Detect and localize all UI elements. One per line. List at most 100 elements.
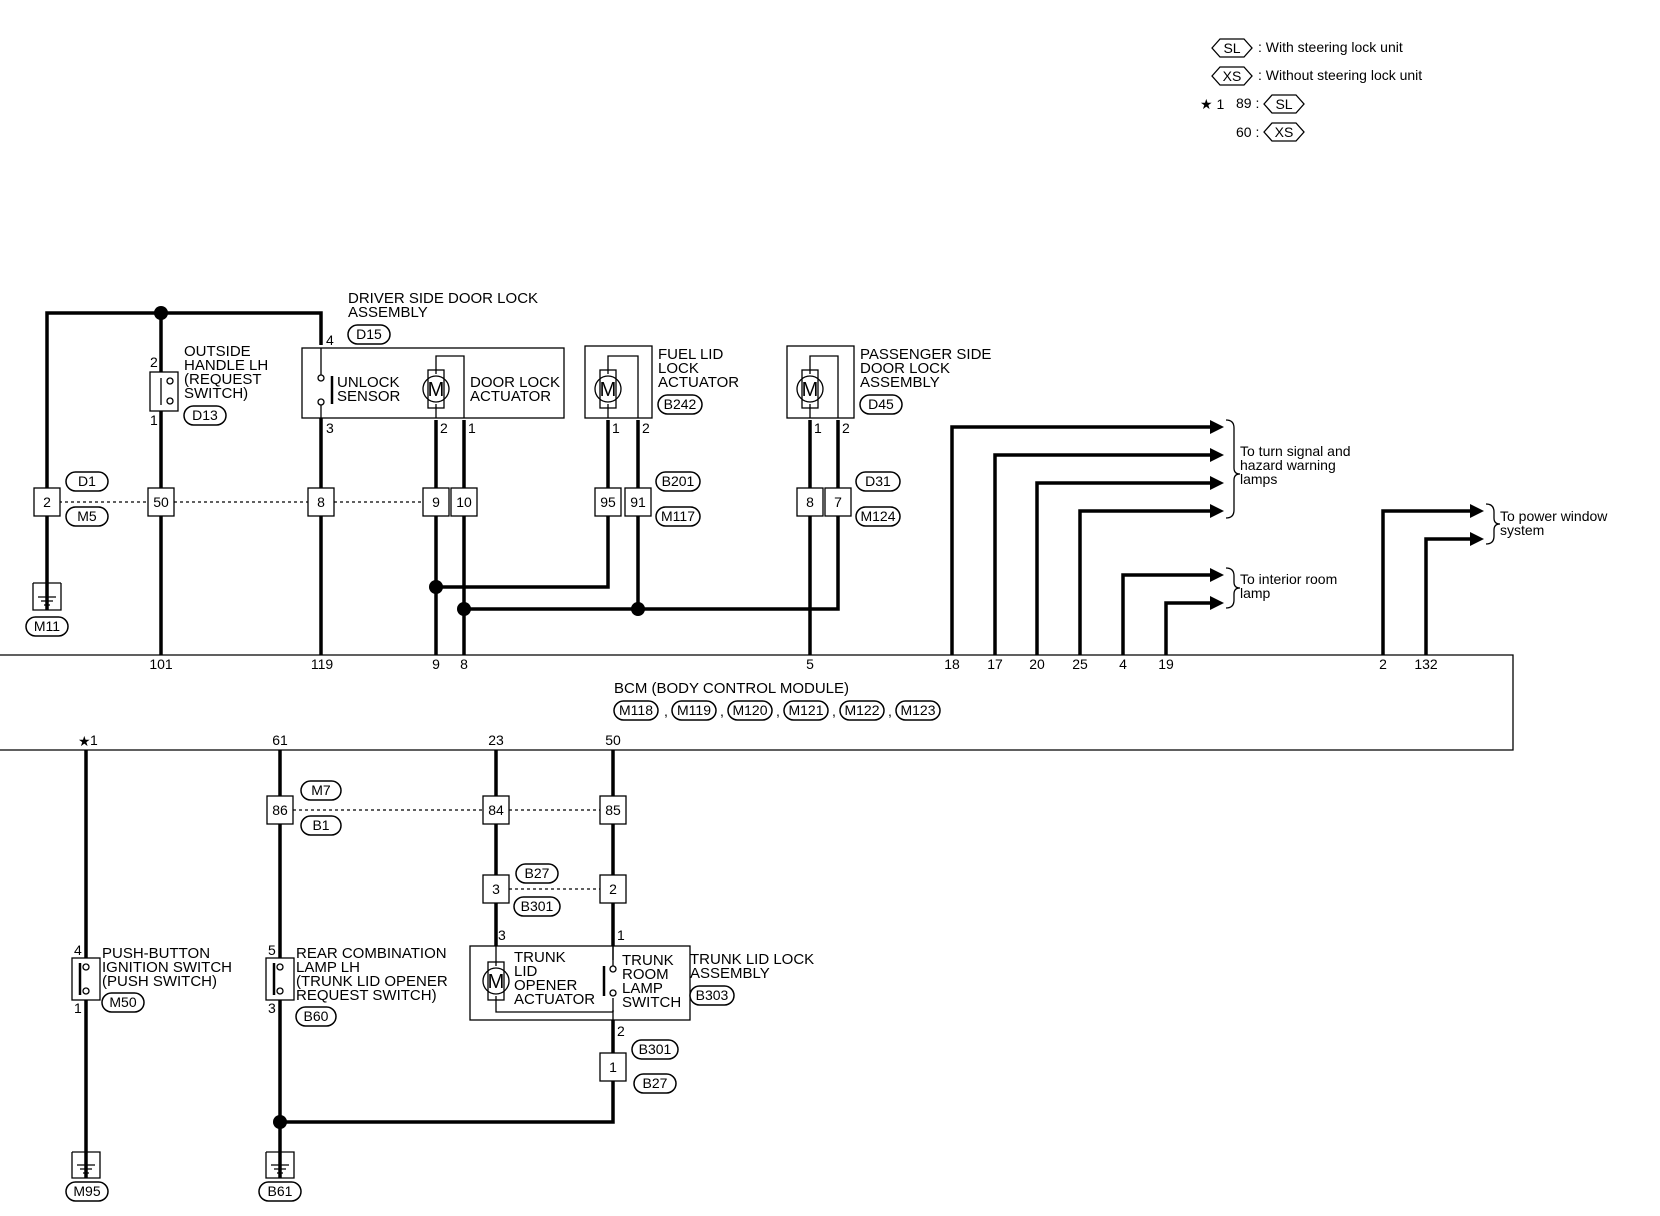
bcm-connectors: M118 , M119 , M120 , M121 , M122 , M123 — [613, 700, 941, 721]
bcm-conn-m122: M122 — [844, 702, 879, 718]
dest-turn-signal-2: hazard warning — [1240, 457, 1336, 473]
bcm-pin-18: 18 — [944, 656, 960, 672]
push-button-label-2: IGNITION SWITCH — [102, 959, 232, 976]
rear-combo-label-4: REQUEST SWITCH) — [296, 987, 437, 1004]
pin-8: 8 — [317, 494, 325, 510]
fuel-lid-label-3: ACTUATOR — [658, 374, 739, 391]
switch-contact-icon — [609, 965, 617, 973]
arrow-right-icon — [1210, 596, 1224, 610]
motor-m-glyph: M — [488, 971, 505, 993]
switch-contact-icon — [276, 963, 284, 971]
conn-b27-2: B27 — [643, 1075, 668, 1091]
trunk-room-label-1: TRUNK — [622, 952, 674, 969]
outside-handle-label-3: (REQUEST — [184, 371, 262, 388]
dest-turn-signal-1: To turn signal and — [1240, 443, 1351, 459]
splice-dot — [273, 1115, 287, 1129]
bcm-label: BCM (BODY CONTROL MODULE) — [614, 680, 849, 697]
pin-10: 10 — [456, 494, 472, 510]
splice-dot — [429, 580, 443, 594]
xs-hex-icon-2 — [1263, 122, 1305, 142]
motor-icon — [422, 375, 450, 403]
pin-7: 7 — [834, 494, 842, 510]
driver-door-lock-label-2: ASSEMBLY — [348, 304, 428, 321]
conn-m124: M124 — [860, 508, 895, 524]
pin-dl-2: 2 — [440, 420, 448, 436]
pin-86: 86 — [272, 802, 288, 818]
conn-b61: B61 — [268, 1183, 293, 1199]
dest-power-window-2: system — [1500, 522, 1544, 538]
dest-interior-1: To interior room — [1240, 571, 1337, 587]
ground-icon — [71, 1151, 101, 1179]
passenger-lock-label-3: ASSEMBLY — [860, 374, 940, 391]
legend-sl-text: : With steering lock unit — [1258, 39, 1403, 55]
trunk-lid-lock-assembly: 3 1 2 M TRUNK LID OPENER ACTUATOR TRUNK … — [469, 927, 814, 1039]
arrow-right-icon — [1210, 448, 1224, 462]
ground-m11: M11 — [25, 582, 69, 637]
outside-handle-lh: 2 1 OUTSIDE HANDLE LH (REQUEST SWITCH) D… — [149, 343, 268, 428]
pin-95: 95 — [600, 494, 616, 510]
conn-d15: D15 — [356, 326, 382, 342]
bcm-pin-50: 50 — [605, 732, 621, 748]
pin-j2: 2 — [609, 881, 617, 897]
motor-icon — [482, 967, 510, 995]
conn-m5: M5 — [77, 508, 97, 524]
switch-contact-icon — [276, 987, 284, 995]
pin-tl-3: 3 — [498, 927, 506, 943]
bcm-pin-8: 8 — [460, 656, 468, 672]
pin-tl-2: 2 — [617, 1023, 625, 1039]
trunk-room-label-4: SWITCH — [622, 994, 681, 1011]
trunk-opener-label-4: ACTUATOR — [514, 991, 595, 1008]
bcm-conn-m123: M123 — [900, 702, 935, 718]
bcm-module: BCM (BODY CONTROL MODULE) M118 , M119 , … — [0, 654, 1514, 751]
pin-fl-1: 1 — [612, 420, 620, 436]
bcm-outline — [0, 654, 1514, 751]
door-lock-actuator-label-1: DOOR LOCK — [470, 374, 560, 391]
trunk-opener-label-3: OPENER — [514, 977, 578, 994]
conn-m117: M117 — [661, 508, 695, 524]
bcm-pin-star: ★ — [78, 733, 91, 749]
switch-contact-icon — [317, 374, 325, 382]
dest-interior-2: lamp — [1240, 585, 1271, 601]
rear-combo-label-1: REAR COMBINATION — [296, 945, 447, 962]
ground-m95: M95 — [65, 1151, 109, 1202]
pin-rc-3: 3 — [268, 1000, 276, 1016]
unlock-sensor-label-2: SENSOR — [337, 388, 401, 405]
ground-icon — [32, 582, 62, 611]
door-lock-actuator-label-2: ACTUATOR — [470, 388, 551, 405]
switch-contact-icon — [166, 377, 174, 385]
trunk-room-label-2: ROOM — [622, 966, 669, 983]
push-button-label-3: (PUSH SWITCH) — [102, 973, 217, 990]
legend-note-mark: ★ 1 — [1200, 96, 1224, 112]
conn-b1: B1 — [312, 817, 329, 833]
bcm-conn-m119: M119 — [677, 702, 711, 718]
pin-91: 91 — [630, 494, 646, 510]
conn-d1: D1 — [78, 473, 96, 489]
bcm-conn-m120: M120 — [732, 702, 767, 718]
bcm-pin-101: 101 — [149, 656, 173, 672]
bcm-pin-23: 23 — [488, 732, 504, 748]
legend: SL : With steering lock unit XS : Withou… — [1200, 38, 1422, 142]
fuel-lid-lock-actuator: M 1 2 FUEL LID LOCK ACTUATOR B242 — [584, 345, 739, 436]
conn-m50: M50 — [109, 994, 136, 1010]
fuel-lid-label-2: LOCK — [658, 360, 699, 377]
svg-text:,: , — [832, 703, 836, 719]
ground-icon — [265, 1151, 295, 1179]
legend-note-89: 89 : — [1236, 95, 1259, 111]
joint-row-top: 2 50 8 9 10 95 91 8 7 D1 M5 B201 M117 D3… — [33, 471, 901, 527]
brace — [1485, 503, 1501, 545]
motor-m-glyph: M — [600, 379, 617, 401]
bcm-pin-19: 19 — [1158, 656, 1174, 672]
pin-pb-1: 1 — [74, 1000, 82, 1016]
rear-combination-lamp-lh: 5 3 REAR COMBINATION LAMP LH (TRUNK LID … — [265, 942, 448, 1027]
trunk-lid-lock-label-1: TRUNK LID LOCK — [690, 951, 814, 968]
legend-sl-code: SL — [1223, 40, 1240, 56]
pin-j3: 3 — [492, 881, 500, 897]
pin-85: 85 — [605, 802, 621, 818]
driver-door-lock-label-1: DRIVER SIDE DOOR LOCK — [348, 290, 538, 307]
bcm-pin-4: 4 — [1119, 656, 1127, 672]
outside-handle-label-1: OUTSIDE — [184, 343, 251, 360]
conn-b242: B242 — [664, 396, 697, 412]
splice-dot — [457, 602, 471, 616]
switch-contact-icon — [82, 987, 90, 995]
